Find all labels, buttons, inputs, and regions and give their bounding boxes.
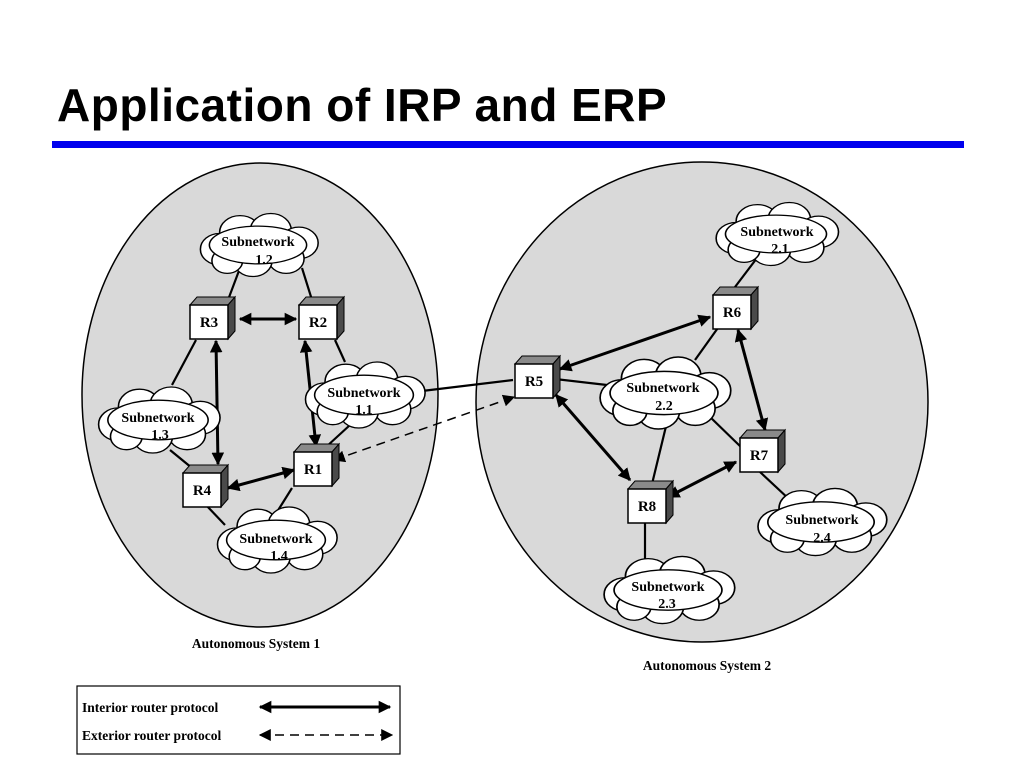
router-r7: R7 — [738, 428, 787, 474]
subnetwork-1-2-number: 1.2 — [255, 253, 273, 268]
subnetwork-1-4-name: Subnetwork — [239, 532, 312, 547]
subnetwork-labels: Subnetwork 1.2 Subnetwork 1.1 Subnetwork… — [121, 225, 858, 612]
exterior-protocol-link — [332, 394, 516, 463]
router-r2: R2 — [297, 295, 346, 341]
subnetwork-1-1-name: Subnetwork — [327, 386, 400, 401]
subnetwork-1-4-number: 1.4 — [270, 549, 288, 564]
subnetwork-1-2-name: Subnetwork — [221, 235, 294, 250]
subnetwork-2-2-number: 2.2 — [655, 399, 673, 414]
router-r3-label: R3 — [200, 315, 218, 331]
subnetwork-links — [169, 257, 791, 566]
slide-title: Application of IRP and ERP — [57, 79, 668, 131]
router-r5-label: R5 — [525, 374, 543, 390]
router-r5: R5 — [513, 354, 562, 400]
legend-interior-label: Interior router protocol — [82, 700, 218, 715]
legend-exterior-label: Exterior router protocol — [82, 728, 221, 743]
autonomous-system-2-caption: Autonomous System 2 — [643, 658, 772, 673]
router-r8-label: R8 — [638, 499, 656, 515]
router-r2-label: R2 — [309, 315, 327, 331]
router-r8: R8 — [626, 479, 675, 525]
router-r7-label: R7 — [750, 448, 769, 464]
subnetwork-2-3-number: 2.3 — [658, 597, 676, 612]
router-r3: R3 — [188, 295, 237, 341]
interior-protocol-links — [209, 312, 769, 499]
title-underline — [52, 141, 964, 148]
subnetwork-2-4-number: 2.4 — [813, 531, 831, 546]
router-r1-label: R1 — [304, 462, 322, 478]
subnetwork-1-3-number: 1.3 — [151, 428, 169, 443]
router-r6-label: R6 — [723, 305, 742, 321]
router-r6: R6 — [711, 285, 760, 331]
router-r1: R1 — [292, 442, 341, 488]
router-r4-label: R4 — [193, 483, 212, 499]
legend: Interior router protocol Exterior router… — [76, 685, 401, 755]
subnetwork-2-2-name: Subnetwork — [626, 381, 699, 396]
subnetwork-1-1-number: 1.1 — [355, 403, 373, 418]
subnetwork-1-3-name: Subnetwork — [121, 411, 194, 426]
router-r4: R4 — [181, 463, 230, 509]
autonomous-system-1-caption: Autonomous System 1 — [192, 636, 321, 651]
subnetwork-2-4-name: Subnetwork — [785, 513, 858, 528]
subnetwork-2-1-number: 2.1 — [771, 242, 789, 257]
subnetwork-2-3-name: Subnetwork — [631, 580, 704, 595]
subnetwork-2-1-name: Subnetwork — [740, 225, 813, 240]
